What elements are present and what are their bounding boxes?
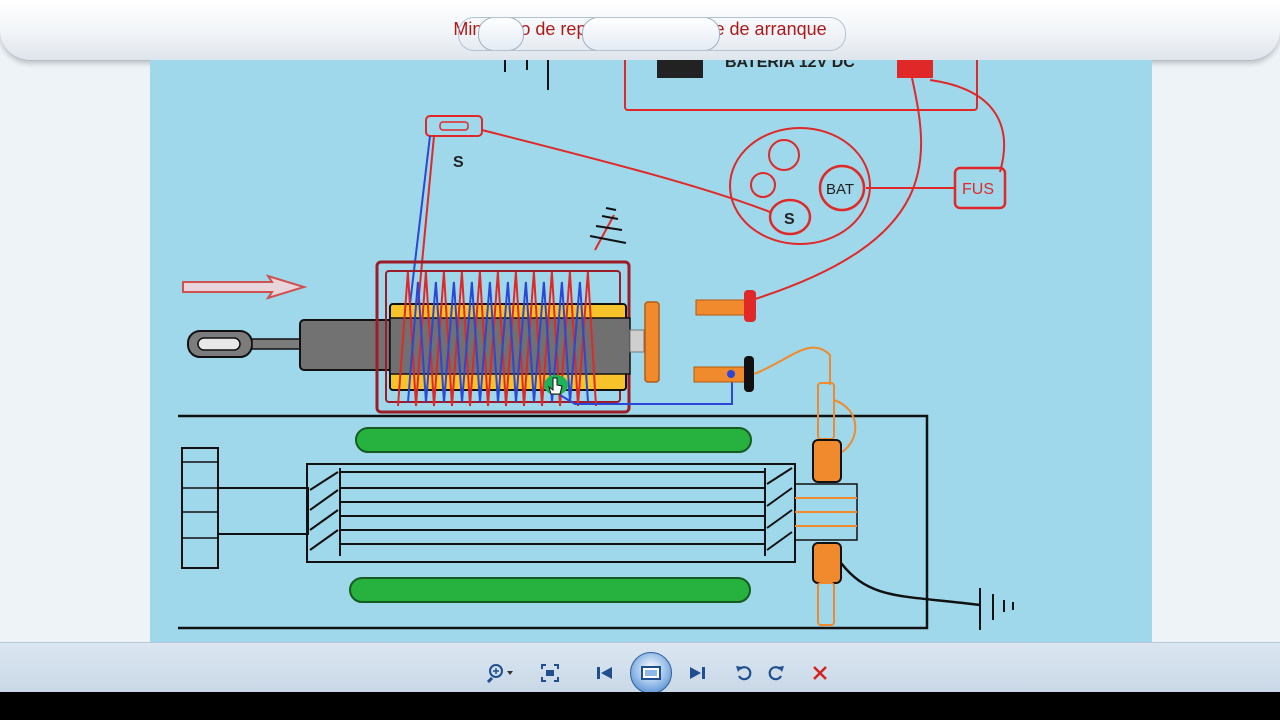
motor-terminal [693, 356, 754, 392]
toolbar-frame [458, 17, 846, 51]
next-button[interactable] [682, 659, 712, 687]
s-terminal-label: S [453, 154, 464, 171]
photo-viewer-window: Minicurso de reparar su selenoide de arr… [0, 0, 1280, 694]
battery-terminal [695, 290, 756, 322]
blue-lead-wire [559, 378, 733, 405]
s-socket-label: S [784, 211, 795, 228]
next-icon [690, 667, 705, 679]
previous-button[interactable] [590, 659, 620, 687]
zoom-pill [478, 17, 524, 51]
actual-size-button[interactable] [536, 659, 564, 687]
image-canvas: BATERIA 12V DC S [150, 60, 1152, 642]
solenoid-diagram: BATERIA 12V DC S [178, 60, 1014, 630]
armature [181, 447, 858, 569]
contact-disc [644, 301, 660, 383]
direction-arrow [182, 274, 308, 300]
rotate-counterclockwise-icon [736, 666, 752, 681]
coil-windings [397, 271, 597, 407]
coil-ground-symbol [589, 207, 627, 244]
slideshow-icon [641, 666, 661, 680]
hand-cursor-icon [544, 375, 568, 395]
battery-label: BATERIA 12V DC [725, 60, 855, 71]
taskbar-gap [0, 692, 1280, 720]
motor-housing [178, 414, 929, 630]
zoom-button[interactable] [482, 659, 518, 687]
slideshow-button[interactable] [630, 652, 672, 694]
actual-size-icon [541, 664, 559, 682]
delete-x-icon [813, 666, 827, 680]
brushes [812, 382, 857, 626]
s-terminal: S [425, 115, 483, 171]
fuse-label: FUS [962, 181, 994, 198]
rotate-right-button[interactable] [762, 659, 790, 687]
magnifier-icon [486, 664, 513, 683]
rotate-clockwise-icon [768, 666, 784, 681]
battery-box: BATERIA 12V DC [624, 60, 978, 111]
rotate-left-button[interactable] [730, 659, 758, 687]
top-ground-symbol [504, 60, 549, 90]
previous-icon [597, 667, 612, 679]
plunger [187, 319, 396, 371]
ground-wire [840, 562, 981, 607]
orange-wire [753, 346, 831, 385]
delete-button[interactable] [806, 659, 834, 687]
fuse: FUS [953, 166, 1007, 210]
ignition-socket: BAT S [729, 127, 871, 245]
bat-label: BAT [826, 181, 854, 198]
motor-ground-symbol [979, 588, 1014, 630]
